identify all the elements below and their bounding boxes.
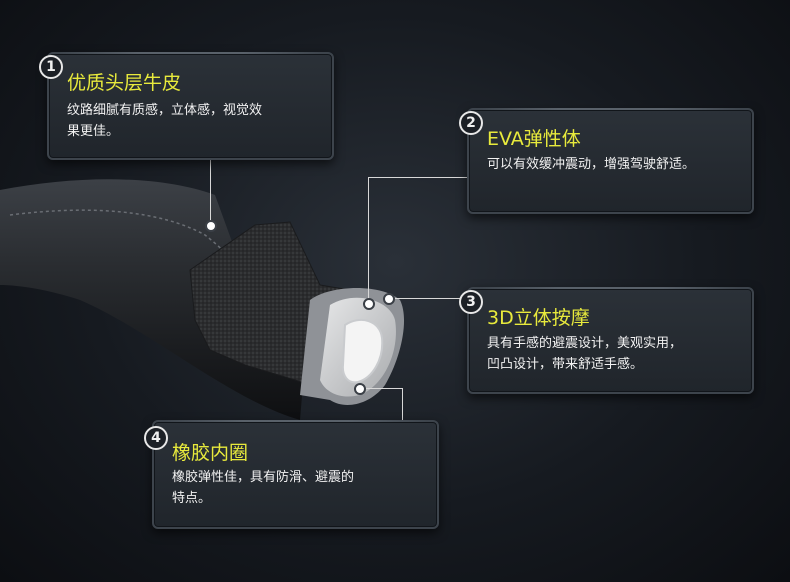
feature-card-eva: 2 EVA弹性体 可以有效缓冲震动，增强驾驶舒适。: [459, 108, 754, 214]
feature-card-rubber: 4 橡胶内圈 橡胶弹性佳，具有防滑、避震的 特点。: [144, 420, 439, 529]
leader-line-4-v: [402, 388, 403, 420]
stitching: [9, 209, 301, 331]
leader-line-3: [390, 298, 468, 299]
feature-title-3: 3D立体按摩: [487, 307, 590, 329]
feature-title-4: 橡胶内圈: [172, 442, 249, 464]
number-badge-1: 1: [39, 55, 63, 79]
feature-card-massage: 3 3D立体按摩 具有手感的避震设计，美观实用， 凹凸设计，带来舒适手感。: [459, 287, 754, 394]
number-badge-3: 3: [459, 290, 483, 314]
feature-desc-1-line1: 纹路细腻有质感，立体感，视觉效: [67, 103, 263, 118]
feature-desc-4-line1: 橡胶弹性佳，具有防滑、避震的: [172, 470, 355, 485]
marker-dot-1: [205, 220, 217, 232]
marker-dot-4: [354, 383, 366, 395]
leader-line-4-h: [360, 388, 402, 389]
rubber-inner-ring: [341, 318, 384, 384]
feature-card-leather: 1 优质头层牛皮 纹路细腻有质感，立体感，视觉效 果更佳。: [39, 52, 334, 160]
feature-desc-3-line1: 具有手感的避震设计，美观实用，: [487, 336, 683, 351]
feature-desc-4-line2: 特点。: [172, 491, 212, 506]
feature-title-1: 优质头层牛皮: [67, 72, 182, 94]
leader-line-1: [210, 158, 211, 224]
leader-line-2-h: [368, 177, 468, 178]
feature-desc-3-line2: 凹凸设计，带来舒适手感。: [487, 357, 644, 372]
feature-desc-2-line1: 可以有效缓冲震动，增强驾驶舒适。: [487, 157, 696, 172]
marker-dot-2: [363, 298, 375, 310]
feature-title-2: EVA弹性体: [487, 128, 581, 150]
marker-dot-3: [383, 293, 395, 305]
leader-line-2-v: [368, 177, 369, 301]
number-badge-2: 2: [459, 111, 483, 135]
feature-desc-1-line2: 果更佳。: [67, 124, 120, 139]
number-badge-4: 4: [144, 426, 168, 450]
